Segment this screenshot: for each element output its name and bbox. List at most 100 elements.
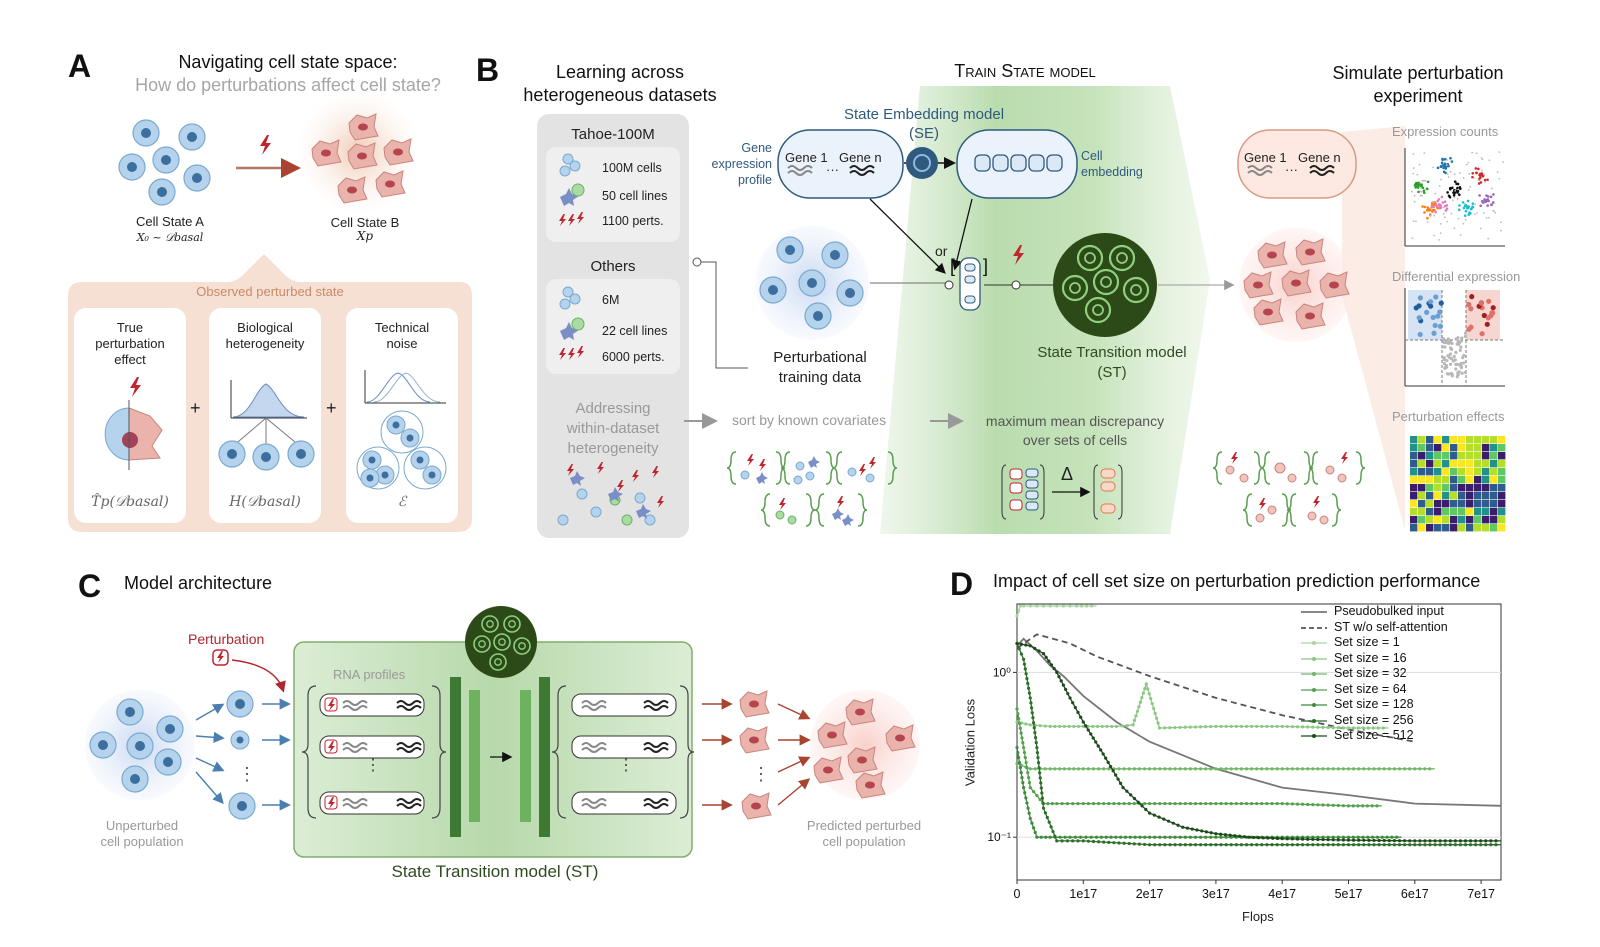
connector-node [692,257,702,267]
series-point [1031,826,1036,830]
heatmap-cell [1482,508,1490,516]
series-point [1357,843,1361,847]
cell-state-a-label: Cell State A [136,214,204,229]
umap-point [1456,189,1460,193]
series-point [1326,838,1330,842]
umap-point [1423,211,1426,214]
series-point [1214,835,1218,839]
series-point [1423,767,1427,771]
series-point [1199,843,1203,847]
heatmap-cell [1474,500,1482,508]
series-point [1055,604,1059,608]
or-label: or [935,243,948,259]
series-point [1015,707,1019,711]
series-point [1163,726,1167,730]
panel-a-letter: A [68,48,92,84]
series-point [1321,803,1325,807]
series-point [1049,663,1054,667]
series-point [1031,716,1035,720]
series-point [1035,793,1039,798]
series-point [1062,767,1066,771]
series-point [1039,786,1043,790]
umap-bg-point [1500,229,1502,232]
legend-swatch [1301,718,1327,723]
umap-point [1450,160,1454,163]
umap-point [1416,186,1420,189]
series-point [1252,835,1256,840]
umap-bg-point [1438,185,1441,187]
series-point [1275,724,1279,729]
series-point [1061,604,1066,608]
series-point [1321,835,1325,839]
umap-point [1436,166,1440,170]
panel-a-subtitle: How do perturbations affect cell state? [135,75,441,95]
umap-bg-point [1487,237,1490,240]
legend-label: Pseudobulked input [1334,604,1444,618]
series-point [1018,765,1022,770]
umap-point [1439,206,1443,209]
series-point [1044,835,1048,839]
volcano-point [1454,337,1458,341]
umap-bg-point [1449,170,1452,173]
series-point [1015,745,1019,750]
heatmap-cell [1418,452,1426,460]
series-point [1044,655,1048,659]
series-point [1055,670,1059,674]
bio-heterogeneity-formula: H(𝒟basal) [229,494,301,510]
series-point [1038,776,1042,780]
heatmap-cell [1498,516,1506,524]
series-point [1033,767,1037,771]
umap-bg-point [1433,234,1436,237]
umap-bg-point [1412,220,1415,223]
heatmap-cell [1426,484,1434,492]
umap-bg-point [1462,222,1465,225]
series-point [1173,767,1177,771]
heatmap-cell [1442,500,1450,508]
umap-point [1426,206,1430,209]
umap-point [1478,194,1481,197]
series-point [1097,840,1101,844]
series-point [1372,838,1376,843]
series-point [1306,725,1310,729]
chart-xlabel: Flops [1242,909,1274,924]
series-point [1033,736,1038,740]
series-point [1361,804,1365,808]
series-point [1387,767,1391,771]
series-point [1463,843,1468,847]
gene-expression-label: Gene expression profile [711,141,772,187]
umap-point [1466,199,1470,203]
umap-bg-point [1413,200,1416,203]
volcano-down-point [1432,322,1438,329]
series-point [1341,767,1346,771]
umap-bg-point [1420,194,1423,197]
series-point [1336,843,1340,847]
series-point [1352,767,1356,771]
series-point [1341,838,1346,842]
chart-ylabel: Validation Loss [962,698,978,787]
series-point [1122,841,1126,845]
umap-point [1458,193,1461,197]
series-point [1033,646,1037,651]
series-point [1024,672,1028,676]
umap-bg-point [1463,203,1466,205]
umap-point [1453,190,1457,194]
others-icons [559,286,585,360]
umap-bg-point [1482,173,1485,176]
series-point [1372,843,1376,847]
input-arrows [195,698,291,811]
half-cell-icon [104,400,163,470]
series-point [1137,842,1142,846]
series-point [1017,760,1022,765]
series-point [1073,835,1077,839]
bolt-icon [260,135,271,155]
series-point [1029,706,1034,710]
series-point [1043,724,1047,728]
series-point [1301,802,1305,806]
series-point [1306,802,1310,807]
volcano-point [1449,347,1454,351]
heatmap-cell [1474,516,1482,524]
series-point [1214,843,1218,847]
input-profiles [301,685,447,819]
umap-point [1439,164,1443,168]
